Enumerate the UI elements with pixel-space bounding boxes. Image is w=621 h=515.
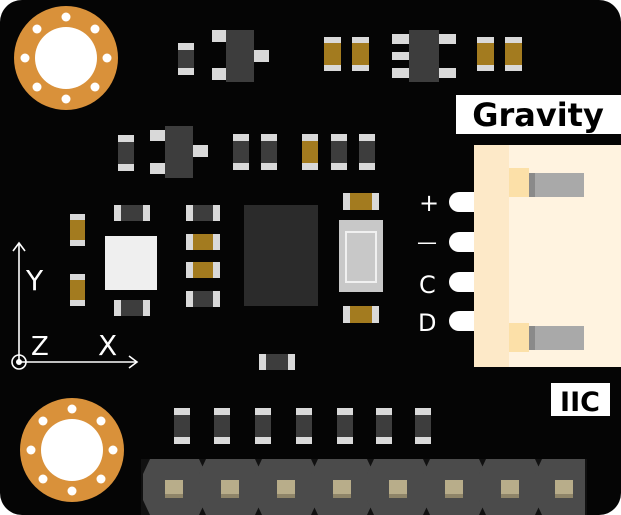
regulator-middle: [150, 126, 208, 178]
crystal-component: [339, 220, 383, 292]
mounting-hole-top-left: [14, 6, 118, 110]
pin-label-sda: D: [418, 309, 436, 337]
axis-label-x: X: [98, 329, 117, 362]
mounting-hole-bottom-left: [20, 398, 124, 502]
gravity-connector: [474, 145, 621, 367]
axis-label-z: Z: [31, 332, 49, 362]
pin-label-scl: C: [419, 271, 436, 299]
interface-label-box: [551, 383, 610, 416]
regulator-top: [212, 30, 269, 82]
interface-label: IIC: [560, 387, 600, 418]
regulator-top-right: [392, 30, 456, 82]
sensor-chip: [105, 236, 157, 290]
pin-label-gnd: —: [417, 230, 437, 254]
main-ic-chip: [244, 205, 318, 306]
passive-components: [70, 37, 522, 444]
pin-label-vcc: +: [419, 189, 439, 217]
brand-label: Gravity: [472, 96, 604, 134]
brand-label-box: [456, 95, 621, 134]
axis-indicator: [11, 241, 139, 370]
pin-header: [141, 459, 587, 515]
axis-label-y: Y: [25, 264, 44, 297]
